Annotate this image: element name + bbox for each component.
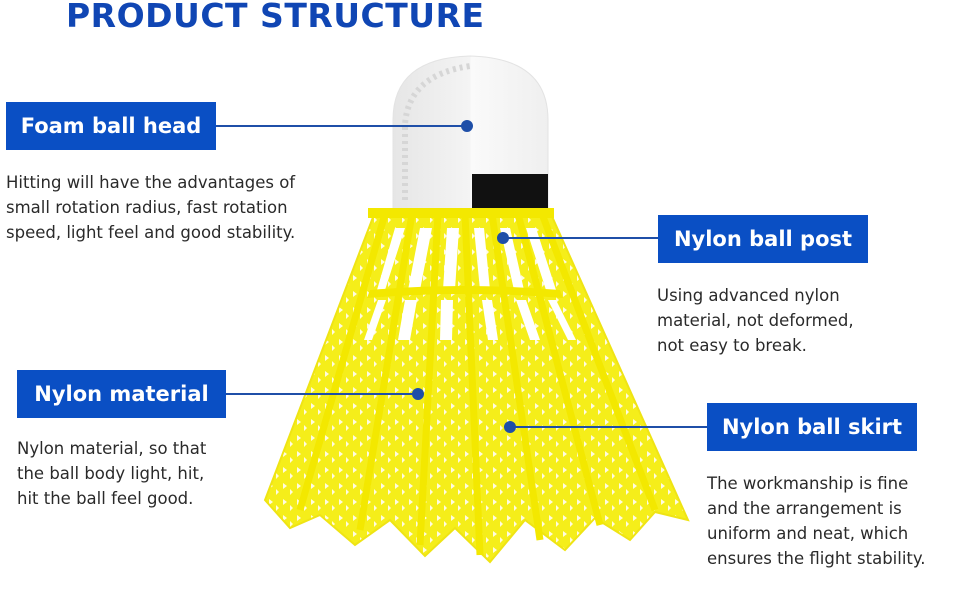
- description-nylon-ball-post: Using advanced nylon material, not defor…: [657, 286, 854, 355]
- description-nylon-material: Nylon material, so that the ball body li…: [17, 439, 207, 508]
- label-nylon-ball-post: Nylon ball post: [658, 215, 868, 263]
- description-foam-ball-head: Hitting will have the advantages of smal…: [6, 173, 296, 242]
- callout-dot-nylon-ball-post: [497, 232, 509, 244]
- shuttle-skirt: [263, 211, 690, 564]
- label-foam-ball-head: Foam ball head: [6, 102, 216, 150]
- label-nylon-ball-skirt: Nylon ball skirt: [707, 403, 917, 451]
- leader-lines: [216, 120, 707, 433]
- head-band: [472, 174, 548, 212]
- foam-head: [368, 55, 554, 218]
- label-nylon-material: Nylon material: [17, 370, 226, 418]
- callout-dot-nylon-material: [412, 388, 424, 400]
- page-title: PRODUCT STRUCTURE: [66, 0, 485, 35]
- callout-dot-foam-ball-head: [461, 120, 473, 132]
- callout-dot-nylon-ball-skirt: [504, 421, 516, 433]
- description-nylon-ball-skirt: The workmanship is fine and the arrangem…: [707, 474, 926, 568]
